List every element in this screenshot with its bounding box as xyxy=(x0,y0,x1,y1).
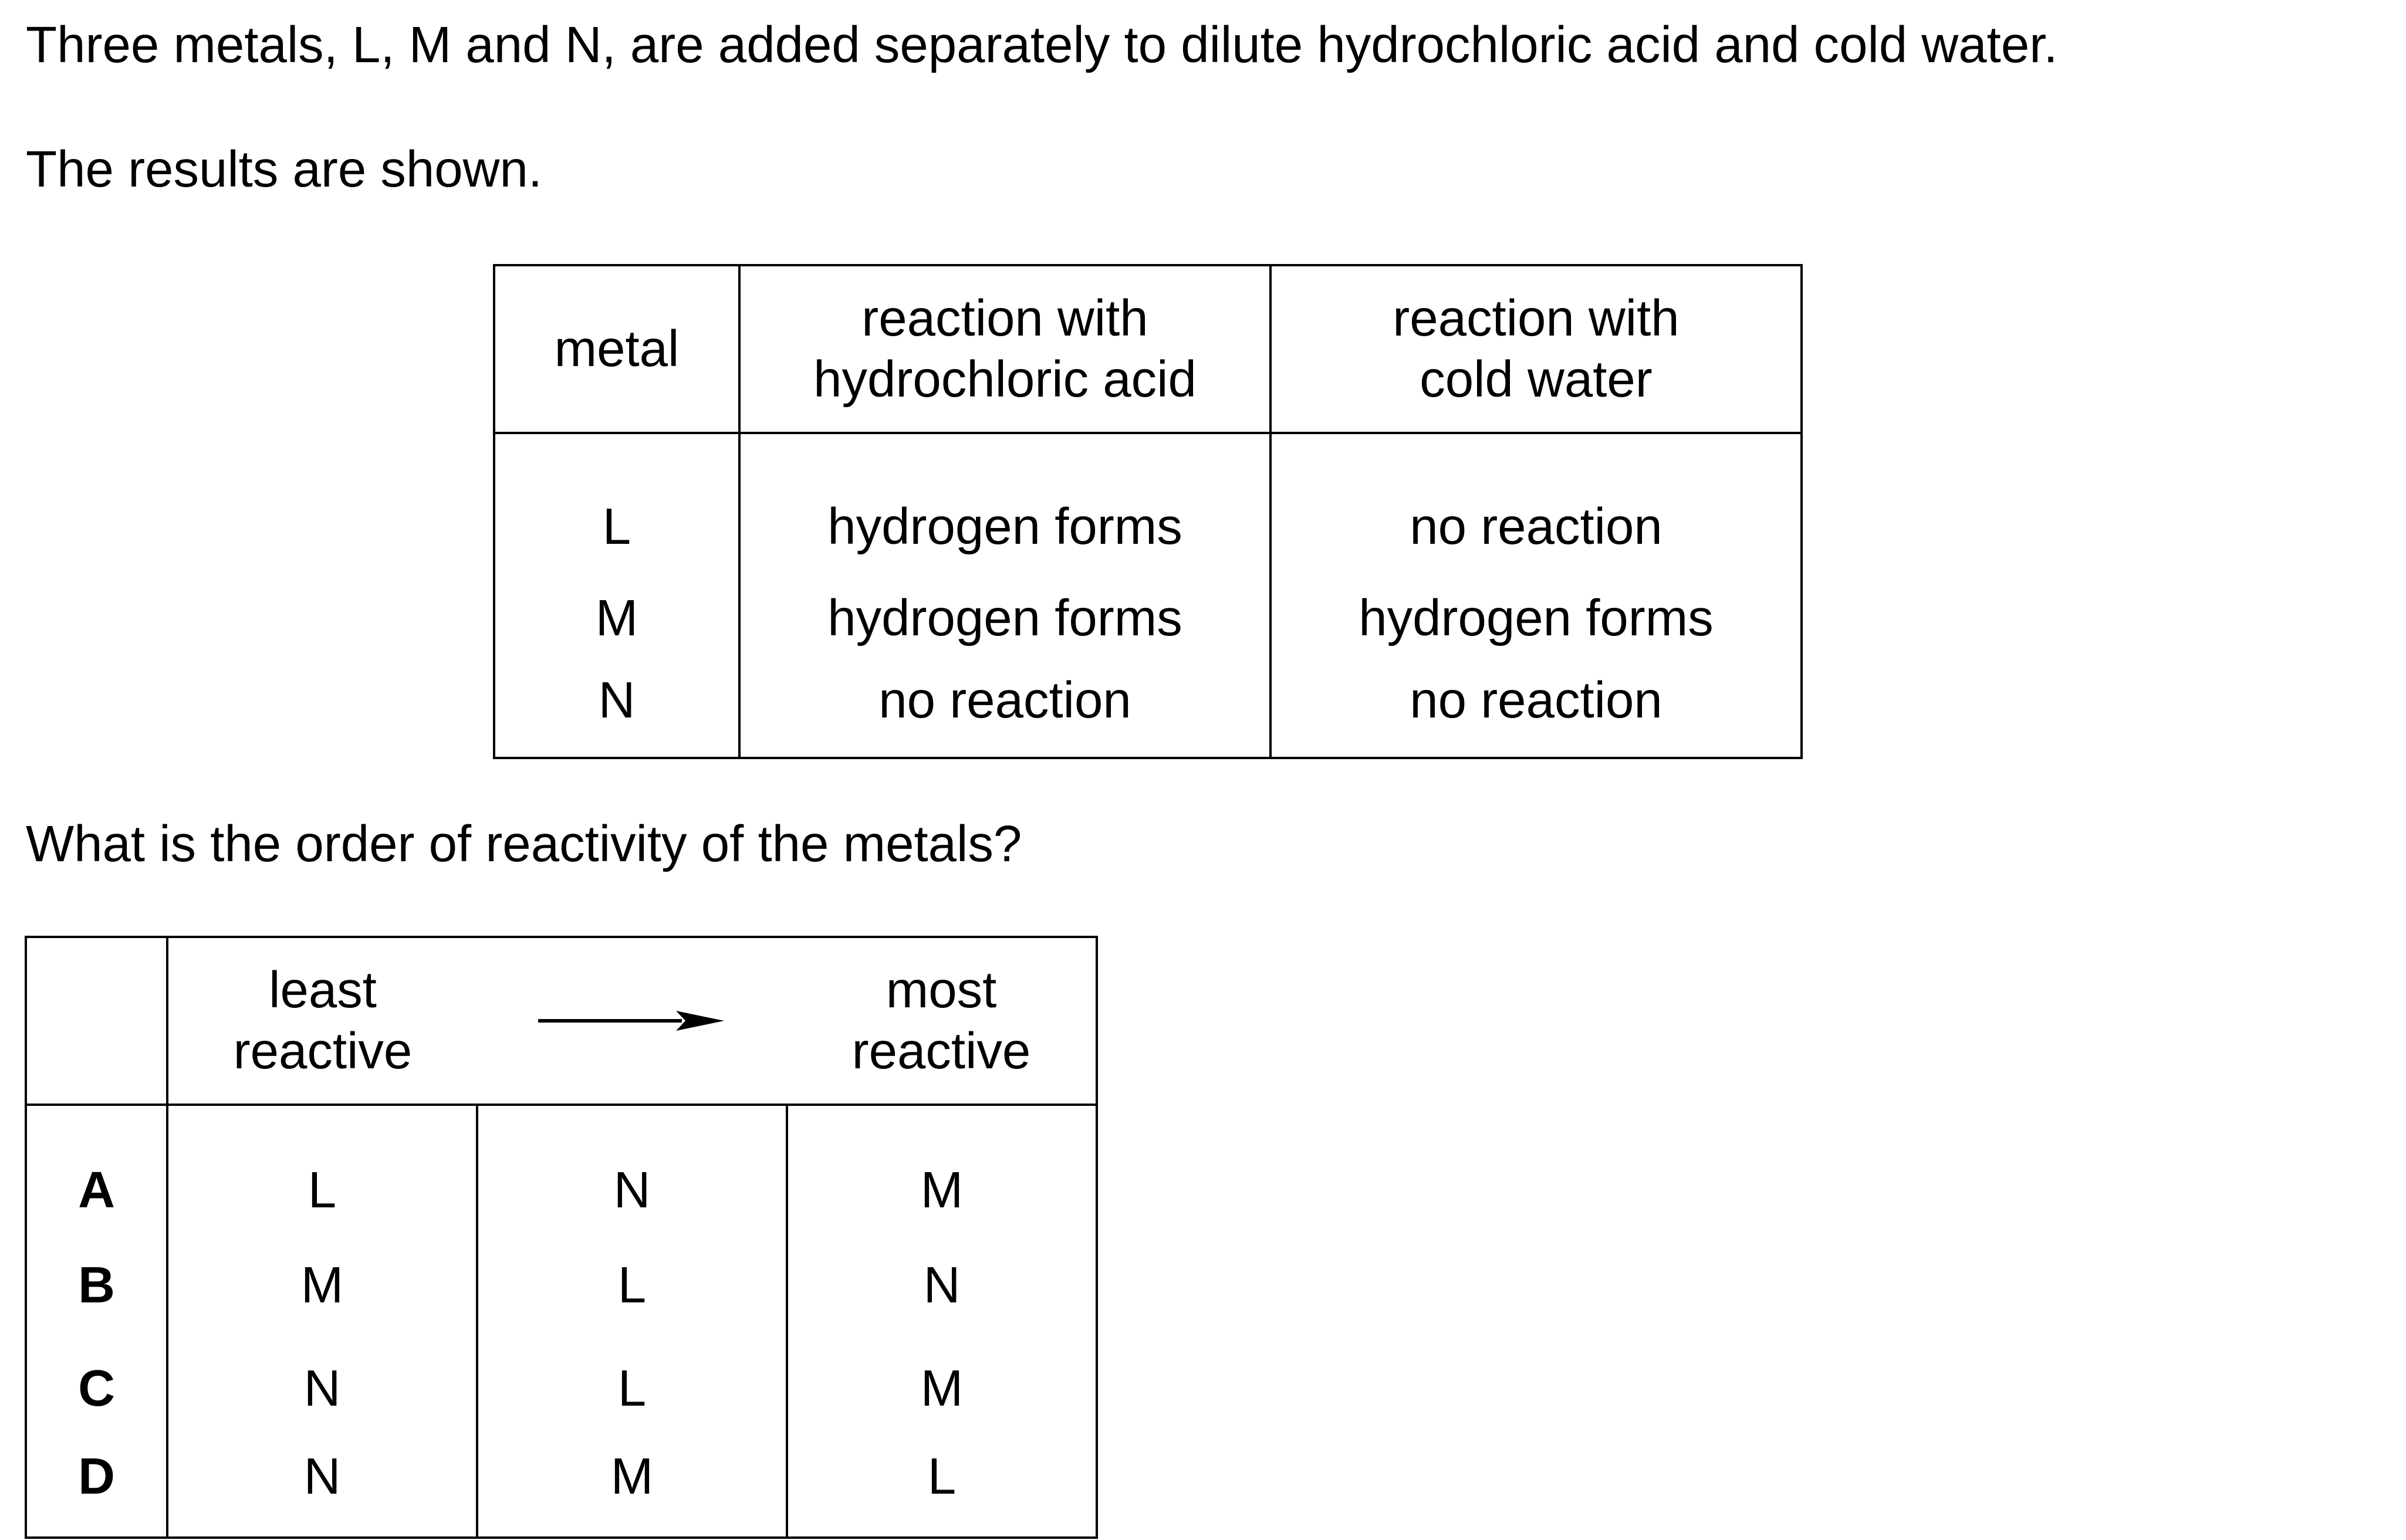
header-water-line2: cold water xyxy=(1420,351,1653,408)
option-row-c[interactable]: C N L M xyxy=(25,1337,1098,1440)
header-metal: metal xyxy=(493,264,741,434)
option-cell-middle: L xyxy=(477,1337,788,1440)
header-arrow xyxy=(477,936,787,1106)
cell-metal: L xyxy=(493,433,741,567)
option-letter: D xyxy=(25,1440,168,1539)
cell-water: no reaction xyxy=(1269,670,1803,759)
cell-metal: M xyxy=(493,567,741,670)
header-least-line1: least xyxy=(269,961,377,1018)
option-cell-least: N xyxy=(167,1440,478,1539)
results-caption: The results are shown. xyxy=(26,141,543,198)
option-cell-least: N xyxy=(167,1337,478,1440)
option-cell-most: L xyxy=(787,1440,1098,1539)
options-header-row: least reactive most reactive xyxy=(25,936,1098,1106)
question-intro: Three metals, L, M and N, are added sepa… xyxy=(26,16,2058,73)
header-least-line2: reactive xyxy=(233,1023,413,1079)
option-letter: C xyxy=(25,1337,168,1440)
table-row: L hydrogen forms no reaction xyxy=(493,433,1803,567)
arrow-right-icon xyxy=(538,1011,724,1031)
header-least-reactive: least reactive xyxy=(167,936,477,1106)
option-cell-middle: M xyxy=(477,1440,788,1539)
option-cell-most: M xyxy=(787,1105,1098,1234)
results-header-row: metal reaction with hydrochloric acid re… xyxy=(493,264,1803,434)
table-row: N no reaction no reaction xyxy=(493,670,1803,759)
header-blank xyxy=(25,936,168,1106)
header-most-reactive: most reactive xyxy=(787,936,1098,1106)
option-cell-most: M xyxy=(787,1337,1098,1440)
option-row-d[interactable]: D N M L xyxy=(25,1440,1098,1539)
table-row: M hydrogen forms hydrogen forms xyxy=(493,567,1803,670)
header-most-line2: reactive xyxy=(851,1023,1031,1079)
option-cell-least: M xyxy=(167,1234,478,1337)
header-acid-line2: hydrochloric acid xyxy=(813,351,1197,408)
cell-water: hydrogen forms xyxy=(1269,567,1803,670)
option-cell-middle: N xyxy=(477,1105,788,1234)
option-row-b[interactable]: B M L N xyxy=(25,1234,1098,1337)
cell-water: no reaction xyxy=(1269,433,1803,567)
option-letter: A xyxy=(25,1105,168,1234)
header-acid: reaction with hydrochloric acid xyxy=(738,264,1272,434)
option-cell-least: L xyxy=(167,1105,478,1234)
option-cell-most: N xyxy=(787,1234,1098,1337)
header-water-line1: reaction with xyxy=(1393,289,1680,347)
cell-acid: hydrogen forms xyxy=(738,567,1272,670)
header-most-line1: most xyxy=(886,961,997,1018)
header-acid-line1: reaction with xyxy=(861,289,1148,347)
cell-acid: no reaction xyxy=(738,670,1272,759)
question-prompt: What is the order of reactivity of the m… xyxy=(26,815,1022,872)
results-table: metal reaction with hydrochloric acid re… xyxy=(493,264,1803,759)
cell-acid: hydrogen forms xyxy=(738,433,1272,567)
header-water: reaction with cold water xyxy=(1269,264,1803,434)
options-table: least reactive most reactive A L N M B M xyxy=(25,936,1098,1539)
option-row-a[interactable]: A L N M xyxy=(25,1105,1098,1234)
option-letter: B xyxy=(25,1234,168,1337)
option-cell-middle: L xyxy=(477,1234,788,1337)
cell-metal: N xyxy=(493,670,741,759)
